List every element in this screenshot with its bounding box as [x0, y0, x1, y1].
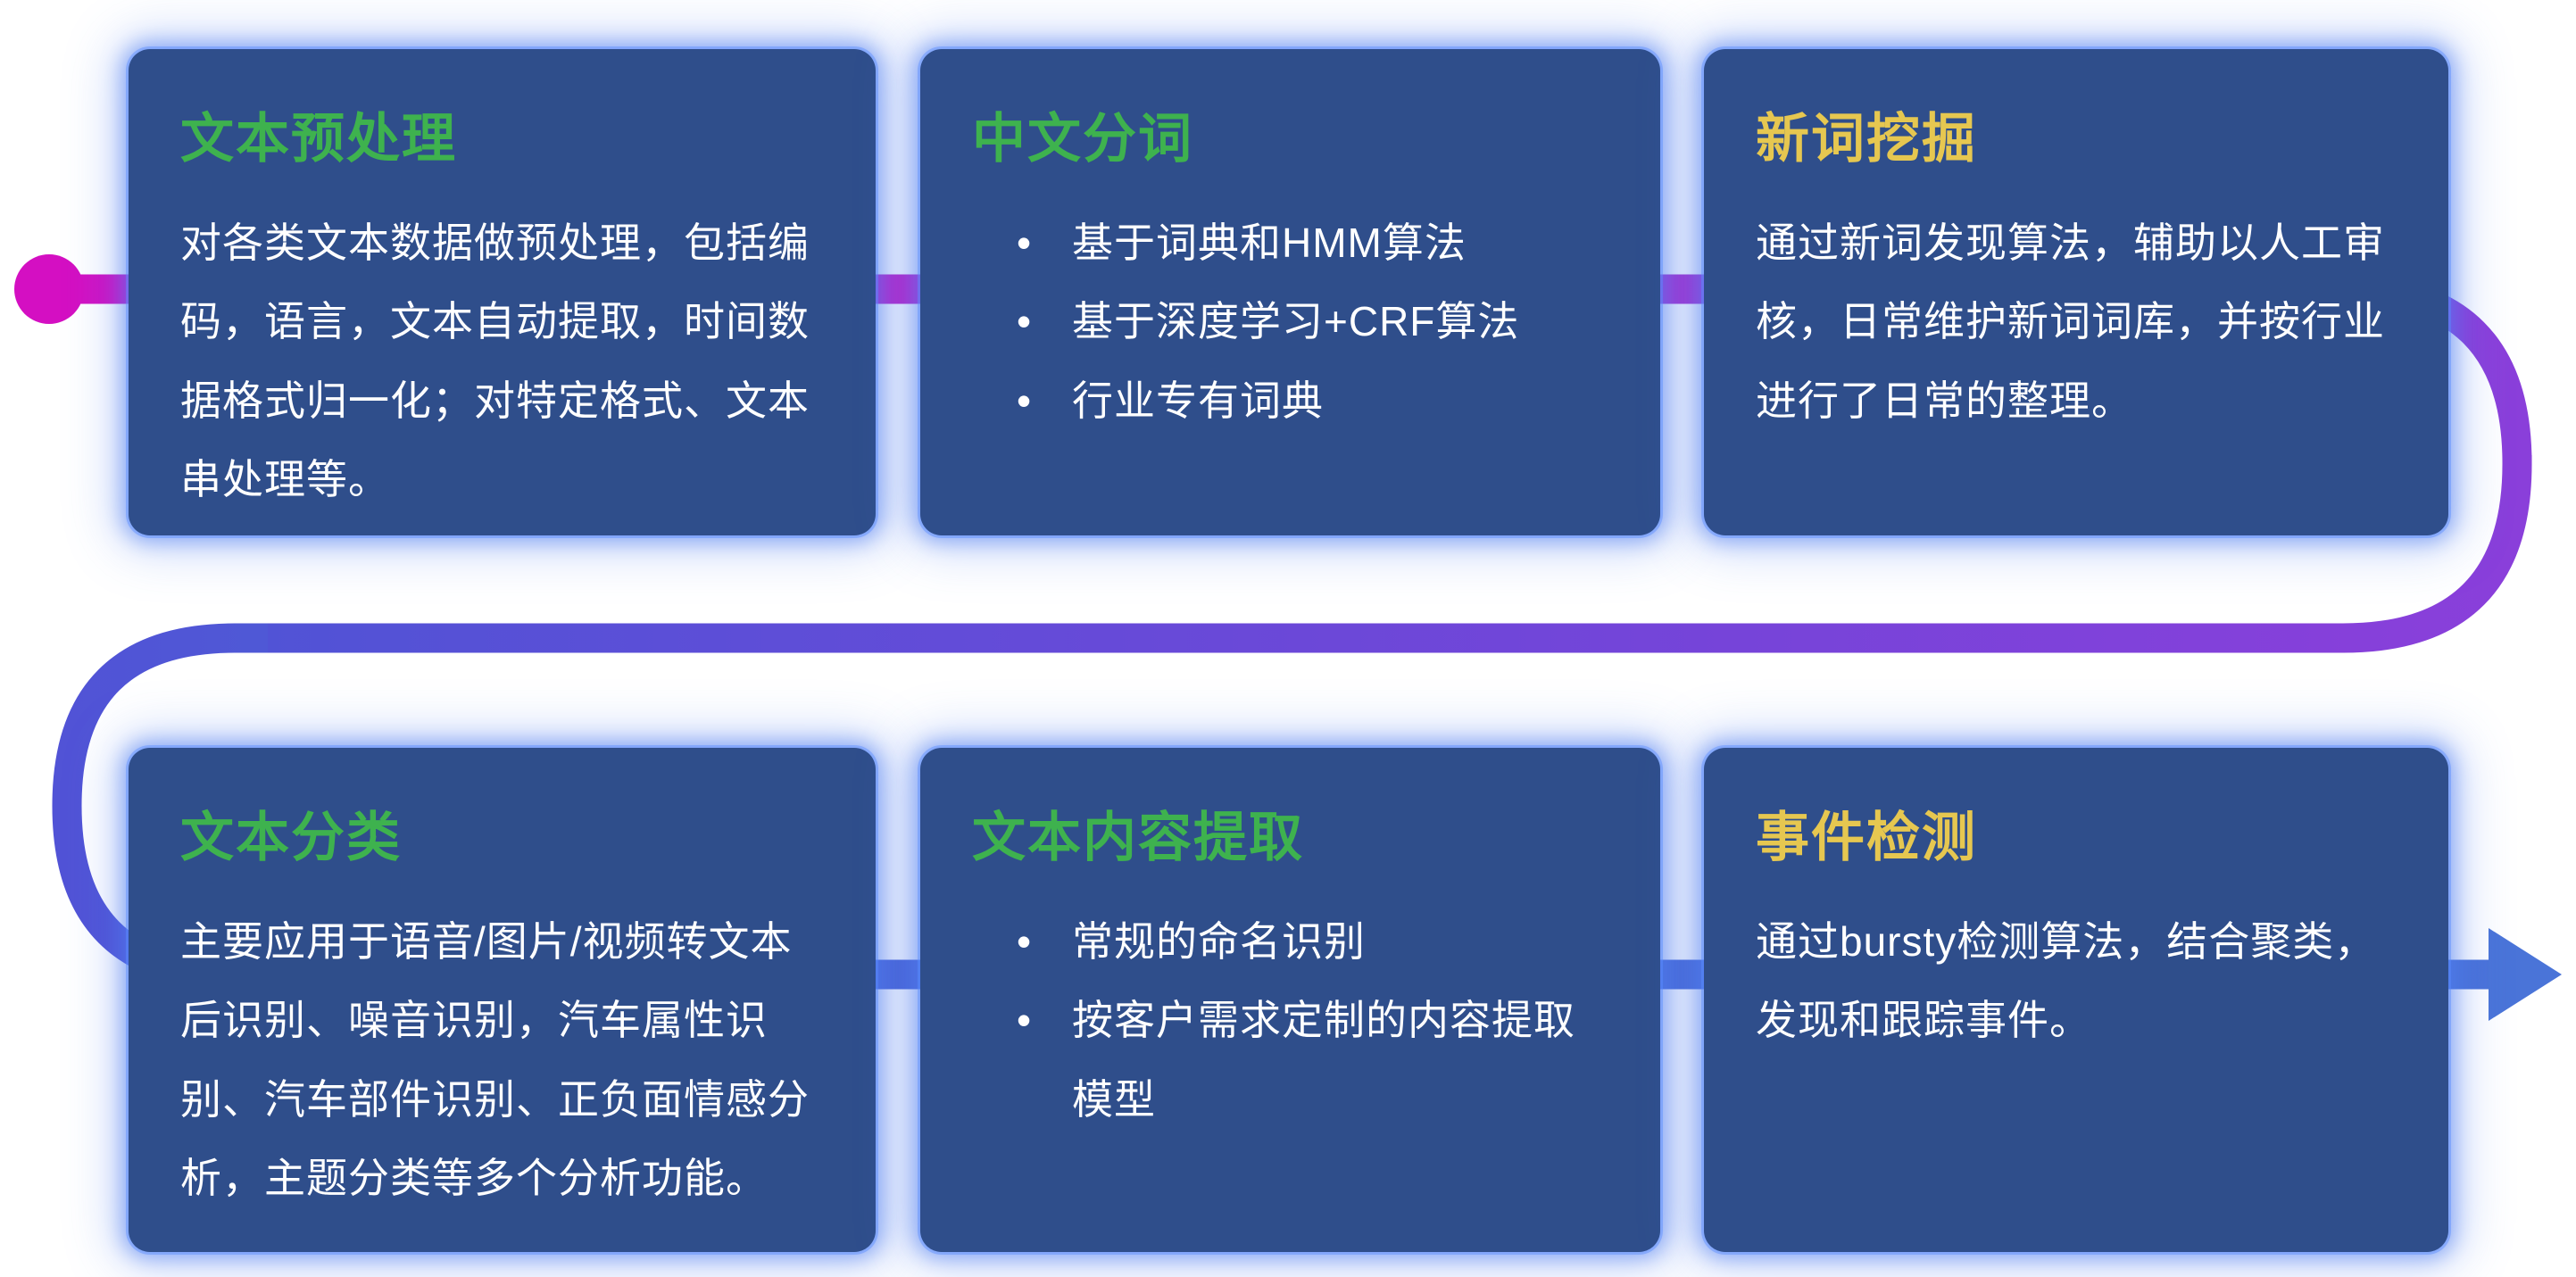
- card-body: 通过新词发现算法，辅助以人工审核，日常维护新词词库，并按行业进行了日常的整理。: [1756, 220, 2385, 424]
- card-bullet-list: 常规的命名识别 按客户需求定制的内容提取模型: [972, 902, 1608, 1139]
- card-bullet-list: 基于词典和HMM算法 基于深度学习+CRF算法 行业专有词典: [972, 203, 1608, 440]
- card-title: 文本内容提取: [972, 808, 1304, 867]
- flow-end-arrow-icon: [2489, 928, 2562, 1021]
- card-title: 文本预处理: [180, 109, 457, 169]
- card-title: 事件检测: [1756, 808, 1977, 867]
- card-text-preprocessing: 文本预处理 对各类文本数据做预处理，包括编码，语言，文本自动提取，时间数据格式归…: [129, 49, 876, 535]
- list-item: 基于词典和HMM算法: [1017, 203, 1608, 283]
- card-new-word-mining: 新词挖掘 通过新词发现算法，辅助以人工审核，日常维护新词词库，并按行业进行了日常…: [1704, 49, 2448, 535]
- card-text-classification: 文本分类 主要应用于语音/图片/视频转文本后识别、噪音识别，汽车属性识别、汽车部…: [129, 748, 876, 1252]
- list-item: 基于深度学习+CRF算法: [1017, 282, 1608, 361]
- card-body: 对各类文本数据做预处理，包括编码，语言，文本自动提取，时间数据格式归一化；对特定…: [180, 220, 810, 502]
- list-item: 常规的命名识别: [1017, 902, 1608, 982]
- card-body: 通过bursty检测算法，结合聚类，发现和跟踪事件。: [1756, 918, 2377, 1044]
- list-item: 行业专有词典: [1017, 361, 1608, 441]
- card-chinese-segmentation: 中文分词 基于词典和HMM算法 基于深度学习+CRF算法 行业专有词典: [920, 49, 1660, 535]
- flow-start-dot-icon: [14, 254, 84, 324]
- card-title: 文本分类: [180, 808, 402, 867]
- flow-segment-middle: [268, 455, 2532, 653]
- card-event-detection: 事件检测 通过bursty检测算法，结合聚类，发现和跟踪事件。: [1704, 748, 2448, 1252]
- card-title: 中文分词: [972, 109, 1193, 169]
- card-body: 主要应用于语音/图片/视频转文本后识别、噪音识别，汽车属性识别、汽车部件识别、正…: [180, 918, 810, 1201]
- card-title: 新词挖掘: [1756, 109, 1977, 169]
- list-item: 按客户需求定制的内容提取模型: [1017, 981, 1608, 1139]
- card-content-extraction: 文本内容提取 常规的命名识别 按客户需求定制的内容提取模型: [920, 748, 1660, 1252]
